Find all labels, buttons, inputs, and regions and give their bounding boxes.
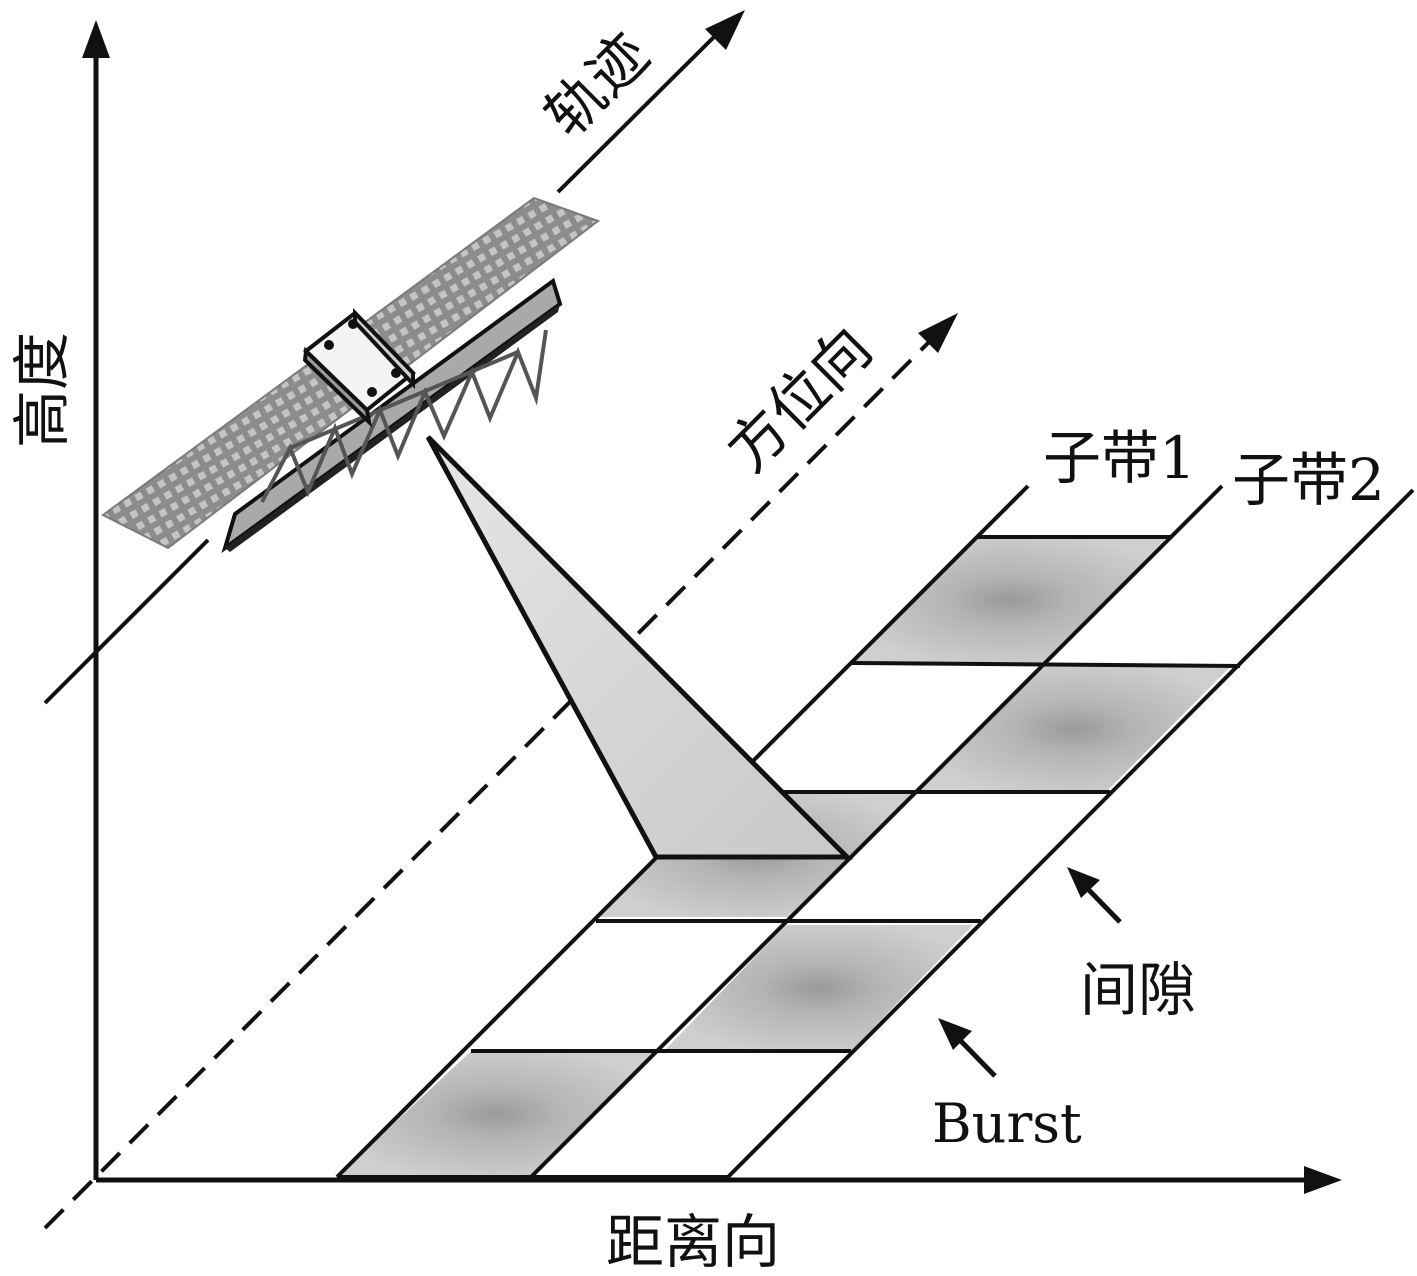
burst-cell [851,537,1167,663]
track-label: 轨迹 [532,20,662,150]
subband1-label: 子带1 [1043,424,1196,492]
burst-cell [337,1051,655,1177]
burst-label: Burst [932,1092,1082,1155]
annotation-arrows [938,867,1122,1078]
satellite-bus [302,308,416,428]
track-line-upper [556,27,724,194]
track-line-lower [43,538,210,705]
height-axis-arrow [82,20,110,58]
beam-cone [425,435,854,860]
track-direction [43,10,745,705]
burst-cell [918,666,1231,792]
azimuth-dashed-line [43,331,940,1230]
bus-right [353,308,415,390]
range-axis-arrow [1304,1166,1342,1194]
azimuth-label: 方位向 [714,314,885,485]
strip-boundary-line [726,488,1415,1179]
azimuth-arrow-head [918,313,958,353]
radar-beam-icon [425,435,854,860]
track-arrow-head [705,10,745,50]
range-axis-label: 距离向 [606,1208,780,1271]
axes [82,20,1342,1194]
labels: 高度 轨迹 方位向 子带1 子带2 间隙 Burst 距离向 [8,20,1385,1276]
burst-cell [664,925,973,1051]
burst-pointer-head [938,1018,972,1050]
burst-boundary [850,661,1241,668]
azimuth-direction [43,313,958,1230]
satellite-icon [101,196,601,554]
burst-boundaries [337,535,1241,1179]
bus-bolt [324,340,334,350]
gap-pointer-head [1067,867,1100,898]
antenna-truss [260,329,548,503]
burst-pointer-line [953,1033,997,1078]
bus-bolt [391,368,401,378]
bus-bolt [348,319,358,329]
bus-bolt [367,387,377,397]
height-axis-label: 高度 [8,332,76,448]
strip-boundary-line [529,484,1224,1179]
subband2-label: 子带2 [1232,446,1385,514]
gap-label: 间隙 [1080,956,1196,1024]
